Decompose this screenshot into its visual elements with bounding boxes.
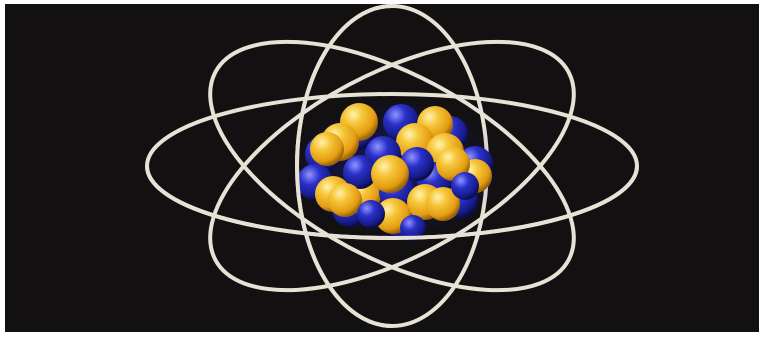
neutron-particle	[357, 200, 385, 228]
proton-particle	[371, 155, 409, 193]
proton-particle	[328, 183, 362, 217]
atom-illustration	[5, 4, 759, 332]
atom-svg	[5, 4, 759, 332]
neutron-particle	[451, 172, 479, 200]
proton-particle	[310, 132, 344, 166]
